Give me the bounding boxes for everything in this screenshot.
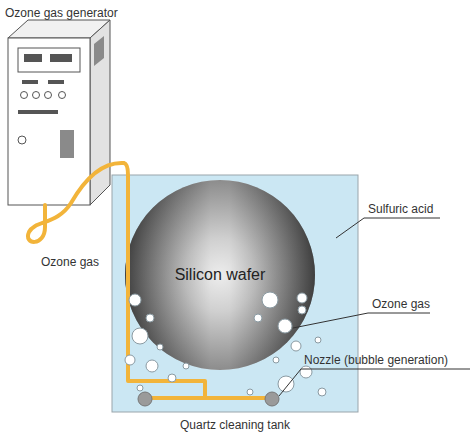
ozone-bubble [297,293,307,303]
ozone-bubble [157,344,163,350]
nozzle [138,392,152,406]
ozone-bubble [125,355,135,365]
wafer-shade [125,180,315,370]
node-heading: Quartz cleaning tank [180,418,290,432]
wafer-circle: Silicon wafer [125,180,315,370]
callout-label: Nozzle (bubble generation) [304,353,448,367]
ozone-bubble [298,306,306,314]
tank-box: Quartz cleaning tankSilicon wafer [112,175,358,412]
leader-lines [279,218,470,396]
nozzle [265,392,279,406]
ozone-bubble [254,314,262,322]
ozone-bubble [146,314,154,322]
ozone-bubble [278,376,294,392]
ozone-bubble [146,360,158,372]
ozone-bubble [273,357,279,363]
ozone-bubble [318,388,326,396]
wafer-label: Silicon wafer [175,266,266,284]
ozone-bubble [300,366,312,378]
tank-liquid [112,175,358,412]
ozone-bubble [129,294,141,306]
ozone-bubble [247,389,253,395]
ozone-bubble [262,292,278,308]
ozone-bubble [315,337,321,343]
callout-label: Sulfuric acid [368,202,433,216]
bubbles [125,292,326,396]
ozone-bubble [183,363,189,369]
ozone-bubble [168,374,176,382]
ozone-bubble [132,328,148,344]
ozone-bubble [291,341,301,351]
generator-body [8,20,110,205]
ozone-bubble [137,385,143,391]
node-heading: Ozone gas generator [5,6,118,20]
generator-box: Ozone gas generator [8,38,90,205]
ozone-tube [28,163,128,242]
callout-label: Ozone gas [372,297,430,311]
ozone-tube [128,175,272,398]
ozone-bubble [278,319,292,333]
wafer-disc [125,180,315,370]
edge-label: Ozone gas [39,255,101,269]
